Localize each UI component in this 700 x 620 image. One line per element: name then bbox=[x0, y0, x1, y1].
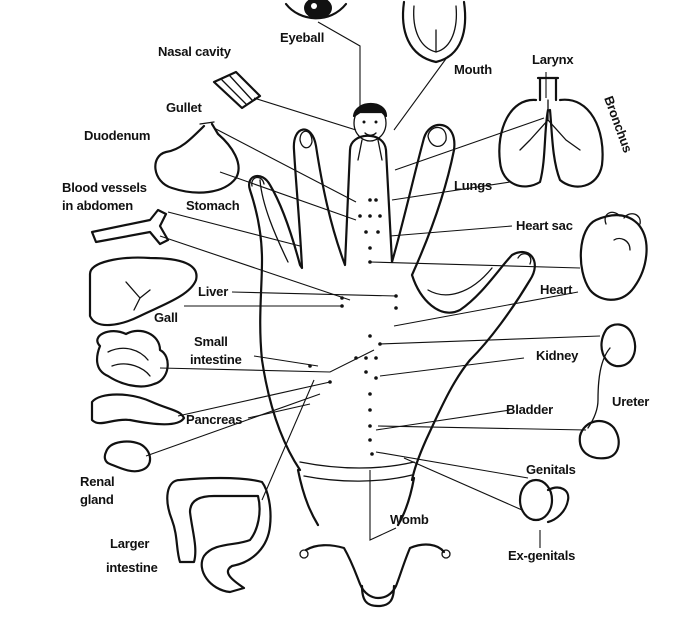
reflex-point bbox=[378, 214, 382, 218]
label-nasal-cavity: Nasal cavity bbox=[158, 44, 232, 59]
reflex-point bbox=[358, 214, 362, 218]
reflex-point bbox=[364, 356, 368, 360]
label-ureter: Ureter bbox=[612, 394, 649, 409]
label-womb: Womb bbox=[390, 512, 429, 527]
reflex-point bbox=[394, 306, 398, 310]
label-ex-genitals: Ex-genitals bbox=[508, 548, 575, 563]
leader-lines bbox=[145, 21, 601, 548]
reflex-point bbox=[364, 370, 368, 374]
reflex-point bbox=[368, 246, 372, 250]
reflex-point bbox=[394, 294, 398, 298]
reflex-point bbox=[378, 342, 382, 346]
reflex-point bbox=[368, 334, 372, 338]
larger-intestine-drawing bbox=[166, 476, 272, 594]
label-bladder: Bladder bbox=[506, 402, 553, 417]
pancreas-drawing bbox=[90, 393, 186, 426]
lungs-drawing bbox=[498, 76, 604, 188]
reflex-point bbox=[328, 380, 332, 384]
head-figure bbox=[352, 102, 388, 161]
liver-drawing bbox=[88, 256, 198, 327]
reflex-point bbox=[354, 356, 358, 360]
label-heart: Heart bbox=[540, 282, 573, 297]
label-liver: Liver bbox=[198, 284, 228, 299]
label-genitals: Genitals bbox=[526, 462, 576, 477]
duodenum-drawing bbox=[154, 121, 240, 194]
label-stomach: Stomach bbox=[186, 198, 240, 213]
label-blood-vessels-2: in abdomen bbox=[62, 198, 133, 213]
reflex-point bbox=[308, 364, 312, 368]
womb-drawing bbox=[299, 543, 451, 608]
label-blood-vessels-1: Blood vessels bbox=[62, 180, 147, 195]
eyeball-drawing bbox=[284, 0, 348, 20]
label-heart-sac: Heart sac bbox=[516, 218, 573, 233]
reflex-points bbox=[308, 198, 398, 456]
label-bronchus: Bronchus bbox=[601, 94, 635, 155]
kidney-drawing bbox=[587, 323, 637, 429]
genitals-drawing bbox=[518, 478, 570, 524]
label-mouth: Mouth bbox=[454, 62, 492, 77]
reflex-point bbox=[368, 198, 372, 202]
renal-gland-drawing bbox=[103, 440, 152, 473]
reflex-point bbox=[368, 424, 372, 428]
reflex-point bbox=[368, 260, 372, 264]
reflex-point bbox=[368, 408, 372, 412]
label-larynx: Larynx bbox=[532, 52, 574, 67]
label-small-intestine-1: Small bbox=[194, 334, 228, 349]
label-small-intestine-2: intestine bbox=[190, 352, 242, 367]
reflex-point bbox=[340, 296, 344, 300]
label-pancreas: Pancreas bbox=[186, 412, 242, 427]
label-kidney: Kidney bbox=[536, 348, 579, 363]
reflex-point bbox=[376, 230, 380, 234]
label-eyeball: Eyeball bbox=[280, 30, 324, 45]
label-gullet: Gullet bbox=[166, 100, 203, 115]
reflex-point bbox=[340, 304, 344, 308]
reflex-point bbox=[364, 230, 368, 234]
mouth-drawing bbox=[402, 0, 467, 64]
label-larger-intestine-1: Larger bbox=[110, 536, 149, 551]
label-renal-gland-2: gland bbox=[80, 492, 114, 507]
label-renal-gland-1: Renal bbox=[80, 474, 114, 489]
hand-outline bbox=[248, 123, 536, 527]
reflex-point bbox=[368, 392, 372, 396]
reflex-point bbox=[368, 438, 372, 442]
label-larger-intestine-2: intestine bbox=[106, 560, 158, 575]
reflex-point bbox=[370, 452, 374, 456]
bladder-drawing bbox=[578, 419, 620, 460]
label-lungs: Lungs bbox=[454, 178, 492, 193]
nasal-cavity-drawing bbox=[212, 70, 262, 110]
blood-vessels-drawing bbox=[90, 208, 170, 246]
label-duodenum: Duodenum bbox=[84, 128, 150, 143]
heart-drawing bbox=[579, 211, 648, 301]
label-gall: Gall bbox=[154, 310, 178, 325]
reflex-point bbox=[368, 214, 372, 218]
reflex-point bbox=[374, 198, 378, 202]
reflex-point bbox=[374, 376, 378, 380]
reflex-point bbox=[374, 356, 378, 360]
small-intestine-drawing bbox=[95, 329, 169, 388]
